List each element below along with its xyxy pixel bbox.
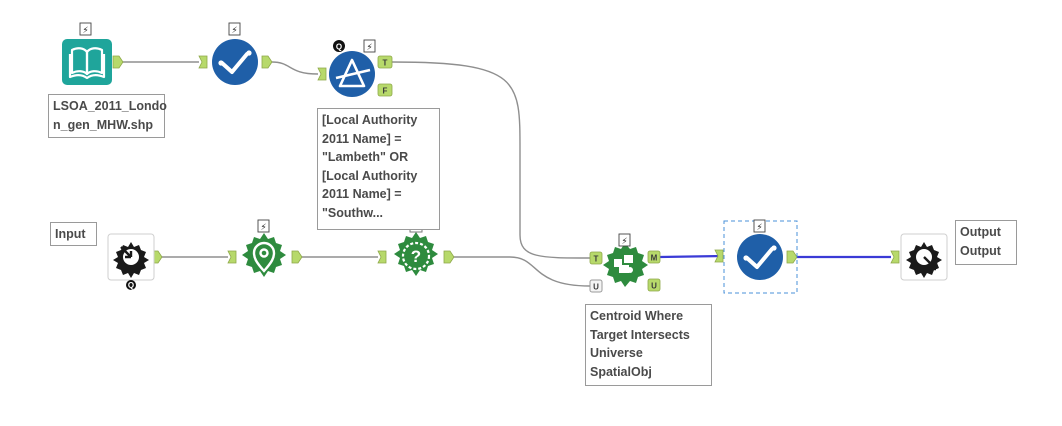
input-anchor[interactable]: [317, 67, 327, 81]
svg-text:⚡: ⚡: [756, 223, 762, 233]
input-anchor[interactable]: [890, 250, 900, 264]
macro-input-tool[interactable]: Q: [107, 233, 155, 290]
spatial-match-universe-anchor-label: U: [593, 283, 599, 292]
spatial-match-tool[interactable]: [603, 243, 648, 287]
filter-true-anchor[interactable]: [377, 55, 393, 69]
annotation-line: Input: [55, 227, 86, 241]
filter-expression-annotation[interactable]: [Local Authority 2011 Name] = "Lambeth" …: [317, 108, 440, 230]
lightning-badge: ⚡: [363, 39, 376, 53]
puzzle-icon: [614, 255, 633, 273]
spatial-match-matched-anchor[interactable]: [647, 250, 661, 264]
spatial-match-target-anchor[interactable]: [589, 251, 603, 265]
annotation-line: SpatialObj: [590, 364, 652, 379]
spatial-match-anchors: T U M U: [589, 250, 661, 293]
input-anchor[interactable]: [227, 250, 237, 264]
annotation-line: [Local Authority: [322, 113, 418, 127]
lightning-badge: ⚡: [79, 22, 92, 36]
create-points-tool[interactable]: [242, 233, 286, 277]
lightning-badge: ⚡: [257, 219, 270, 233]
svg-text:⚡: ⚡: [260, 223, 266, 233]
svg-text:⚡: ⚡: [231, 26, 237, 36]
lightning-badge: ⚡: [618, 233, 631, 247]
svg-text:⚡: ⚡: [366, 43, 372, 53]
annotation-line: Centroid Where: [590, 309, 684, 323]
spatial-match-annotation[interactable]: Centroid Where Target Intersects Univers…: [585, 304, 712, 386]
annotation-line: LSOA_2011_Londo: [53, 99, 167, 113]
connector-filter-true-to-spatialmatch[interactable]: [391, 61, 591, 259]
input-anchor[interactable]: [377, 250, 387, 264]
annotation-line: Universe: [590, 346, 643, 360]
annotation-line: Target Intersects: [590, 327, 690, 342]
annotation-line: "Lambeth" OR: [322, 150, 409, 164]
macro-output-tool[interactable]: [900, 233, 948, 281]
connector-spatialmatch-to-select2[interactable]: [659, 254, 724, 259]
spatial-match-unmatched-anchor[interactable]: [647, 278, 661, 292]
output-anchor[interactable]: [291, 250, 303, 264]
triangle-a-icon: [335, 58, 371, 88]
book-icon: [68, 47, 106, 80]
spatial-match-universe-anchor[interactable]: [589, 279, 603, 293]
spatial-match-unmatched-anchor-label: U: [651, 282, 657, 291]
input-anchor[interactable]: [198, 55, 208, 69]
output-anchor[interactable]: [443, 250, 455, 264]
annotation-line: 2011 Name] =: [322, 187, 402, 201]
svg-text:Q: Q: [336, 43, 342, 52]
checkmark-icon: [745, 247, 774, 269]
connector-select1-to-filter[interactable]: [271, 61, 319, 75]
input-data-tool[interactable]: [62, 39, 112, 85]
q-badge: Q: [128, 281, 134, 290]
checkmark-icon: [220, 52, 249, 74]
annotation-line: Output: [960, 225, 1001, 239]
svg-text:⚡: ⚡: [621, 237, 627, 247]
filter-false-anchor[interactable]: [377, 83, 393, 97]
select-tool-1[interactable]: [212, 39, 258, 85]
annotation-line: Output: [960, 243, 1001, 258]
q-badge: Q: [333, 40, 345, 52]
pin-icon: [252, 241, 276, 273]
spatial-question-tool[interactable]: ?: [394, 225, 438, 276]
macro-output-annotation[interactable]: Output Output: [955, 220, 1017, 265]
output-anchor[interactable]: [112, 55, 124, 69]
input-anchor[interactable]: [714, 249, 724, 263]
annotation-line: n_gen_MHW.shp: [53, 117, 154, 132]
anchors: [112, 55, 900, 264]
output-anchor[interactable]: [786, 250, 798, 264]
output-anchor[interactable]: [261, 55, 273, 69]
filter-false-anchor-label: F: [383, 87, 388, 96]
filter-true-anchor-label: T: [383, 59, 388, 68]
svg-text:⚡: ⚡: [82, 26, 88, 36]
connectors: [122, 61, 891, 287]
annotation-line: [Local Authority: [322, 168, 418, 183]
lightning-badge: ⚡: [228, 22, 241, 36]
annotation-line: 2011 Name] =: [322, 131, 402, 146]
spatial-match-target-anchor-label: T: [594, 255, 599, 264]
annotation-line: "Southw...: [322, 205, 384, 220]
connector-question-to-spatialmatch-u[interactable]: [451, 256, 591, 287]
spatial-match-matched-anchor-label: M: [651, 254, 658, 263]
filter-anchors: T F: [377, 55, 393, 97]
lightning-badges: ⚡ ⚡ ⚡ ⚡ ⚡ ⚡ Q: [79, 22, 766, 247]
input-data-annotation[interactable]: LSOA_2011_Londo n_gen_MHW.shp: [48, 94, 167, 138]
question-icon: ?: [411, 247, 421, 266]
lightning-badge: ⚡: [753, 219, 766, 233]
macro-input-annotation[interactable]: Input: [50, 222, 97, 246]
filter-tool[interactable]: [329, 51, 375, 97]
